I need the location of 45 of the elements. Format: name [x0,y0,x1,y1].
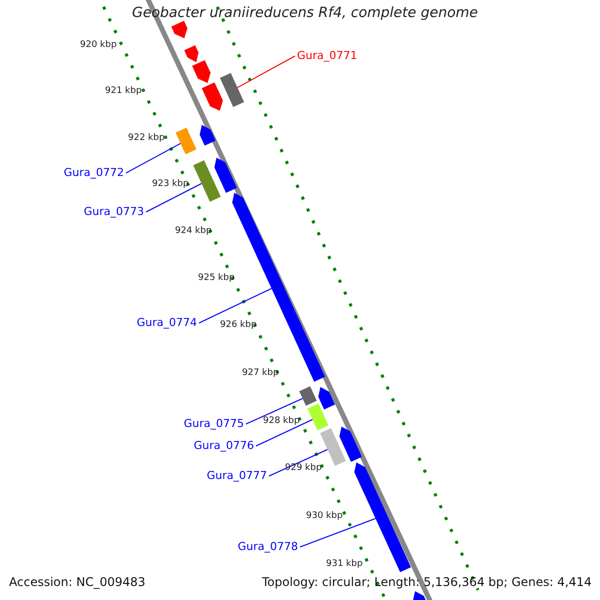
gene-feature [339,426,362,462]
scale-label: 929 kbp [285,464,322,473]
leader-line [198,288,272,324]
title: Geobacter uraniireducens Rf4, complete genome [132,6,478,20]
accession-text: Accession: NC_009483 [9,576,146,588]
leader-line [300,518,376,548]
gene-feature [184,45,198,62]
gene-feature [202,82,223,111]
leader-line [126,143,182,174]
gene-feature [171,20,188,38]
scale-label: 925 kbp [198,274,235,283]
gene-feature [200,124,216,146]
leader-line [268,449,328,476]
gene-block [220,73,244,107]
gene-label: Gura_0771 [297,50,358,61]
scale-label: 926 kbp [220,321,257,330]
gene-feature [192,60,211,83]
gene-label: Gura_0773 [84,206,144,217]
gene-label: Gura_0774 [136,317,197,328]
scale-label: 931 kbp [326,560,363,569]
gene-block [299,386,317,406]
scale-label: 922 kbp [128,134,165,143]
leader-line [256,419,314,446]
gene-label: Gura_0776 [194,440,254,451]
gene-feature [318,387,335,410]
scale-label: 920 kbp [80,41,117,50]
gene-feature [214,158,237,193]
scale-label: 927 kbp [242,369,279,378]
scale-label: 930 kbp [306,512,343,521]
leader-line [146,183,202,212]
leader-line [246,398,304,424]
scale-label: 928 kbp [263,417,300,426]
gene-label: Gura_0777 [206,470,267,481]
leader-line [236,56,296,88]
scale-label: 923 kbp [152,180,189,189]
gene-block [308,404,328,430]
gene-block [193,160,221,202]
scale-label: 921 kbp [105,87,142,96]
summary-text: Topology: circular; Length: 5,136,364 bp; Genes: 4,414 [262,576,592,588]
gene-block [176,128,196,154]
gene-label: Gura_0772 [64,167,124,178]
scale-label: 924 kbp [175,227,212,236]
gene-label: Gura_0778 [238,541,298,552]
gene-block [320,428,346,466]
gene-label: Gura_0775 [184,418,244,429]
